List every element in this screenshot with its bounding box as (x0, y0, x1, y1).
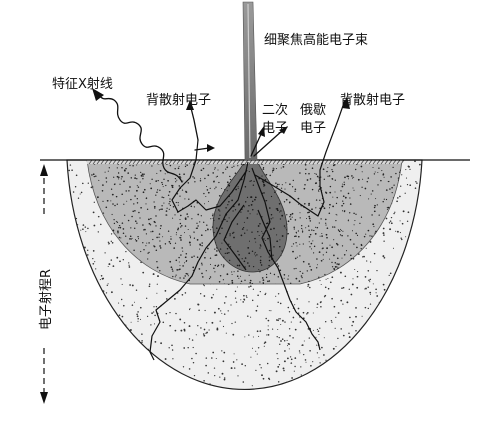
core-zone (212, 157, 288, 273)
electron-beam (242, 1, 258, 161)
label-secondary-1: 二次 (262, 102, 288, 118)
range-indicator (40, 164, 48, 404)
label-backscatter-right: 背散射电子 (340, 92, 405, 108)
label-auger-1: 俄歇 (300, 103, 326, 118)
label-xray: 特征X射线 (52, 76, 113, 92)
label-range: 电子射程R (38, 269, 54, 330)
surface-strip (87, 160, 402, 164)
label-auger-2: 电子 (300, 121, 326, 136)
label-backscatter-left: 背散射电子 (146, 92, 211, 108)
emitted-signals (92, 88, 350, 183)
label-secondary-2: 电子 (262, 121, 288, 136)
electron-tracks (149, 99, 346, 361)
label-beam: 细聚焦高能电子束 (264, 32, 368, 48)
